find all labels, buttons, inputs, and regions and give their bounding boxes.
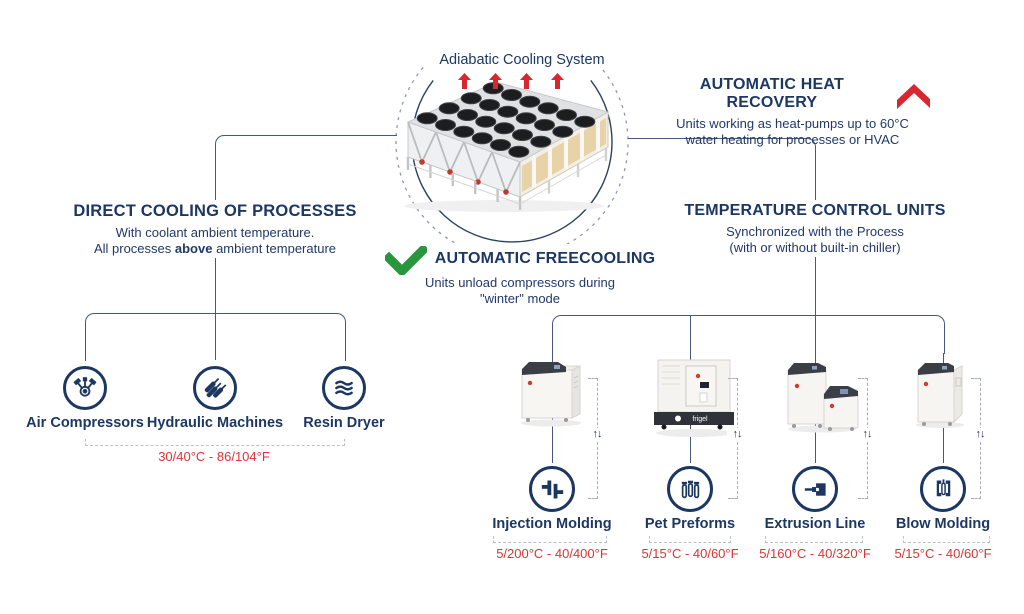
air-compressor-icon	[63, 366, 107, 410]
connector-right-branch-drop-3	[815, 315, 816, 353]
left-range-bracket	[85, 439, 345, 446]
resin-dryer-waves-icon	[322, 366, 366, 410]
temp-range-injection-molding: 5/200°C - 40/400°F	[496, 546, 608, 561]
connector-left-top	[215, 135, 397, 164]
updown-arrows-icon: ↑↓	[970, 428, 990, 440]
left-temp-range: 30/40°C - 86/104°F	[158, 449, 270, 464]
freecooling-desc-2: "winter" mode	[479, 290, 561, 306]
chiller-machine-2-image: frigel	[654, 359, 734, 437]
brand-label: frigel	[692, 416, 708, 423]
tcu-machine-4-image	[916, 363, 964, 428]
heat-recovery-section: AUTOMATIC HEAT RECOVERY Units working as…	[655, 74, 930, 149]
direct-cooling-section: DIRECT COOLING OF PROCESSES With coolant…	[65, 200, 365, 258]
direct-cooling-desc-2: All processes above ambient temperature	[93, 240, 337, 256]
freecooling-title: AUTOMATIC FREECOOLING	[434, 249, 656, 267]
connector-right-branch-drop-2	[690, 315, 691, 353]
direct-cooling-title: DIRECT COOLING OF PROCESSES	[73, 202, 357, 220]
blow-molding-icon	[920, 466, 966, 512]
updown-arrows-icon: ↑↓	[857, 428, 877, 440]
temperature-control-section: TEMPERATURE CONTROL UNITS Synchronized w…	[665, 200, 965, 257]
temp-range-pet-preforms: 5/15°C - 40/60°F	[641, 546, 739, 561]
extrusion-line-icon	[792, 466, 838, 512]
heat-recovery-desc-2: water heating for processes or HVAC	[685, 131, 900, 147]
heat-recovery-title: AUTOMATIC HEAT RECOVERY	[699, 76, 844, 111]
red-chevron-up-icon	[896, 83, 930, 109]
red-up-arrow-icon	[458, 73, 471, 89]
process-label-hydraulic-machines: Hydraulic Machines	[146, 415, 284, 431]
range-bracket-injection-molding	[493, 536, 607, 543]
freecooling-desc-1: Units unload compressors during	[424, 275, 616, 290]
tcu-machine-3-image	[787, 363, 859, 433]
heat-recovery-desc-1: Units working as heat-pumps up to 60°C	[676, 116, 909, 131]
adiabatic-cooler-image	[404, 81, 610, 212]
green-check-icon	[384, 246, 427, 275]
red-up-arrow-icon	[520, 73, 533, 89]
temp-range-blow-molding: 5/15°C - 40/60°F	[894, 546, 992, 561]
process-label-air-compressors: Air Compressors	[26, 415, 144, 431]
range-bracket-pet-preforms	[649, 536, 731, 543]
airflow-arrows	[458, 73, 564, 89]
updown-arrows-icon: ↑↓	[587, 428, 607, 440]
temp-range-extrusion-line: 5/160°C - 40/320°F	[759, 546, 871, 561]
process-label-injection-molding: Injection Molding	[492, 516, 612, 532]
temperature-control-title: TEMPERATURE CONTROL UNITS	[684, 202, 946, 219]
red-up-arrow-icon	[489, 73, 502, 89]
range-bracket-blow-molding	[903, 536, 990, 543]
temperature-control-desc-2: (with or without built-in chiller)	[729, 239, 901, 255]
updown-arrows-icon: ↑↓	[727, 428, 747, 440]
connector-right-top	[628, 138, 816, 167]
red-up-arrow-icon	[551, 73, 564, 89]
connector-left-branch-center	[215, 313, 216, 360]
pet-preforms-icon	[667, 466, 713, 512]
range-bracket-extrusion-line	[765, 536, 863, 543]
temperature-control-desc-1: Synchronized with the Process	[726, 224, 904, 239]
process-label-extrusion-line: Extrusion Line	[764, 516, 866, 532]
freecooling-section: AUTOMATIC FREECOOLING Units unload compr…	[370, 244, 670, 308]
tcu-machine-1-image	[521, 362, 581, 427]
connector-right-branch	[552, 315, 945, 354]
hydraulic-cylinders-icon	[193, 366, 237, 410]
process-label-pet-preforms: Pet Preforms	[644, 516, 736, 532]
cooler-title: Adiabatic Cooling System	[439, 52, 605, 68]
injection-mold-icon	[529, 466, 575, 512]
process-label-blow-molding: Blow Molding	[895, 516, 991, 532]
process-label-resin-dryer: Resin Dryer	[303, 415, 385, 431]
direct-cooling-desc-1: With coolant ambient temperature.	[115, 225, 315, 240]
